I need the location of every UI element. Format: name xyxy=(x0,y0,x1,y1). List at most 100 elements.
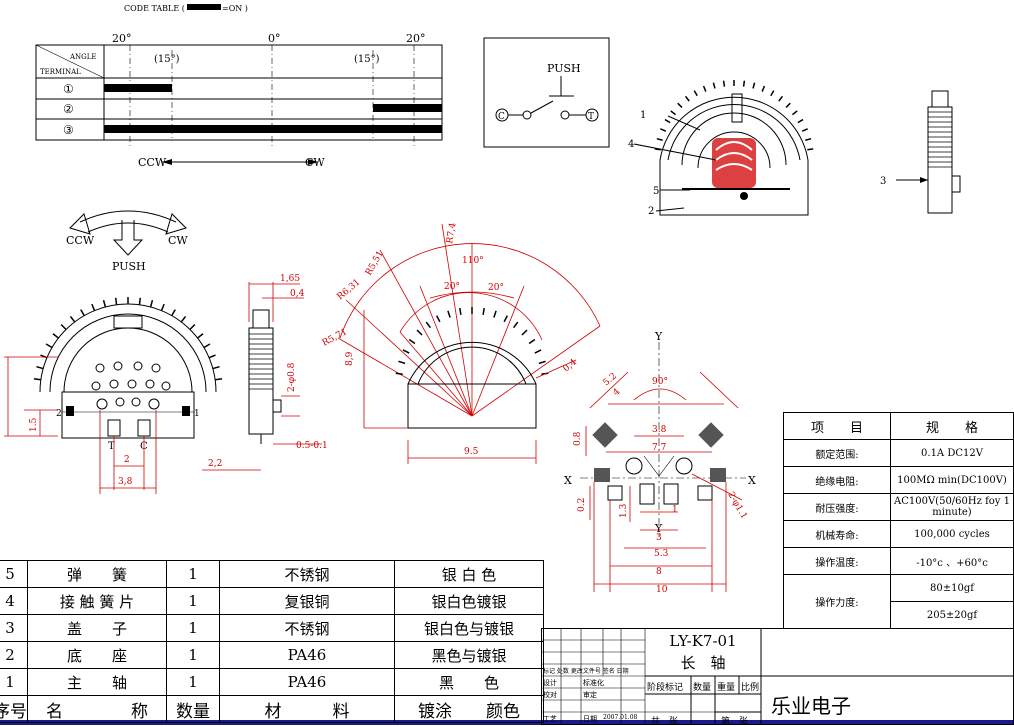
dim-1: 1 xyxy=(672,505,678,515)
pad-bottom-3 xyxy=(663,483,679,505)
spec-value: 80±10gf xyxy=(890,574,1014,602)
dim-4: 4 xyxy=(612,387,623,399)
terminal-row-2: ② xyxy=(63,102,74,116)
spec-label: 额定范围: xyxy=(783,439,891,467)
callout-1: 1 xyxy=(640,110,646,121)
axis-y-top: Y xyxy=(654,330,663,343)
assembly-side-view: 3 xyxy=(880,90,961,214)
cw-label: CW xyxy=(305,156,325,169)
spec-value: -10°c 、+60°c xyxy=(890,547,1014,575)
radius-6-31: R6,31 xyxy=(336,277,363,302)
code-table-diagonal xyxy=(35,44,105,79)
spec-label: 耐压强度: xyxy=(783,493,891,521)
angle-view: 8,9 9.5 0,4 R7,4 R5,51 R6,31 R5,71 110° … xyxy=(321,222,601,464)
code-table-caption-prefix: CODE TABLE ( xyxy=(124,4,185,13)
assembly-view: 1 4 5 2 xyxy=(628,80,814,217)
dim-2-2: 2,2 xyxy=(208,459,222,469)
code-table: CODE TABLE ( =ON ) 20° 0° 20° ANGLE TERM… xyxy=(35,4,443,169)
front-holes xyxy=(91,361,171,410)
design-label: 设计 xyxy=(543,679,557,687)
dim-0-4-angle: 0,4 xyxy=(562,357,580,374)
on-bar-row-2 xyxy=(373,104,442,112)
dim-3-8: 3,8 xyxy=(118,477,133,487)
radius-5-51: R5,51 xyxy=(364,249,386,277)
spec-table: 项 目 规 格 额定范围:0.1A DC12V 绝缘电阻:100MΩ min(D… xyxy=(783,412,1014,629)
dim-1-3: 1.3 xyxy=(619,503,629,518)
standard-label: 标准化 xyxy=(583,679,604,687)
pad-side-left xyxy=(594,468,610,482)
spec-value: 0.1A DC12V xyxy=(890,439,1014,467)
dim-3-8-fp: 3.8 xyxy=(652,425,667,435)
pad-bottom-2 xyxy=(639,483,655,505)
on-swatch xyxy=(187,4,221,10)
spec-header-value: 规 格 xyxy=(890,412,1014,440)
company-name: 乐业电子 xyxy=(771,694,851,718)
stage-label: 阶段标记 xyxy=(647,683,684,693)
arrow-ccw-label: CCW xyxy=(66,234,95,247)
part-name: 长 轴 xyxy=(680,654,726,672)
dim-7-7: 7.7 xyxy=(652,443,667,453)
spec-label: 操作力度: xyxy=(783,574,891,629)
check-label: 校对 xyxy=(543,691,557,699)
angle-center-label: 0° xyxy=(268,32,281,45)
pin-1-label: 1 xyxy=(194,409,200,419)
angle-90: 90° xyxy=(652,377,668,387)
arrow-push-label: PUSH xyxy=(112,260,146,273)
angle-left-label: 20° xyxy=(112,32,132,45)
spec-label: 绝缘电阻: xyxy=(783,466,891,494)
scale-label: 比例 xyxy=(741,683,760,693)
ccw-label: CCW xyxy=(138,156,167,169)
dim-0-2: 0.2 xyxy=(577,498,587,512)
callout-5: 5 xyxy=(653,186,659,197)
parts-header-row: 序号 名 称 数量 材 料 镀涂 颜色 xyxy=(0,695,544,723)
weight-label: 重量 xyxy=(717,683,736,693)
dim-0-4-side: 0,4 xyxy=(290,289,305,299)
sheets-total: 共 张 xyxy=(651,717,679,727)
spec-value: 100,000 cycles xyxy=(890,520,1014,548)
date-value: 2007.01.08 xyxy=(603,714,638,721)
on-bar-row-3 xyxy=(104,125,442,133)
dim-1-65: 1,65 xyxy=(280,274,300,284)
revision-row: 标记 处数 更改文件号 签名 日期 xyxy=(543,668,629,675)
terminal-c-label: C xyxy=(498,112,505,122)
callout-2: 2 xyxy=(648,206,654,217)
qty-label: 数量 xyxy=(693,683,712,693)
arrow-cw-label: CW xyxy=(168,234,188,247)
dim-1-5: 1.5 xyxy=(29,417,39,432)
terminal-t-circle xyxy=(585,108,599,122)
dim-2-phi: 2-φ0.8 xyxy=(287,362,297,392)
dim-2: 2 xyxy=(124,455,130,465)
schematic-frame xyxy=(483,37,610,148)
spec-value: AC100V(50/60Hz foy 1 minute) xyxy=(890,493,1014,521)
radius-7-4: R7,4 xyxy=(445,222,459,245)
pin-t-label: T xyxy=(108,441,115,452)
terminal-t-label: T xyxy=(588,112,594,122)
spec-label: 机械寿命: xyxy=(783,520,891,548)
dim-10: 10 xyxy=(656,585,668,595)
dim-8-9: 8,9 xyxy=(345,351,355,366)
spec-label: 操作温度: xyxy=(783,547,891,575)
axis-x-left: X xyxy=(564,474,572,487)
front-view: 2 1 T C 2 3,8 1.5 xyxy=(4,297,223,494)
title-block: LY-K7-01 长 轴 阶段标记 数量 重量 比例 共 张 第 张 乐业电子 … xyxy=(541,628,1014,727)
side-view: 1,65 0,4 2-φ0.8 0.5-0.1 2,2 xyxy=(202,274,328,471)
pad-bottom-4 xyxy=(697,485,713,501)
sub-angle-right: (15°) xyxy=(354,54,380,65)
sheet-number: 第 张 xyxy=(721,717,749,727)
angle-110: 110° xyxy=(462,256,484,266)
dim-3: 3 xyxy=(656,533,662,543)
bottom-border xyxy=(0,720,1014,725)
radius-5-71: R5,71 xyxy=(321,327,349,348)
direction-arrows: CCW CW PUSH xyxy=(66,210,188,273)
callout-3: 3 xyxy=(880,176,886,187)
spec-value: 205±20gf xyxy=(890,601,1014,629)
review-label: 审定 xyxy=(583,691,597,699)
process-label: 工艺 xyxy=(543,715,557,723)
spec-value: 100MΩ min(DC100V) xyxy=(890,466,1014,494)
